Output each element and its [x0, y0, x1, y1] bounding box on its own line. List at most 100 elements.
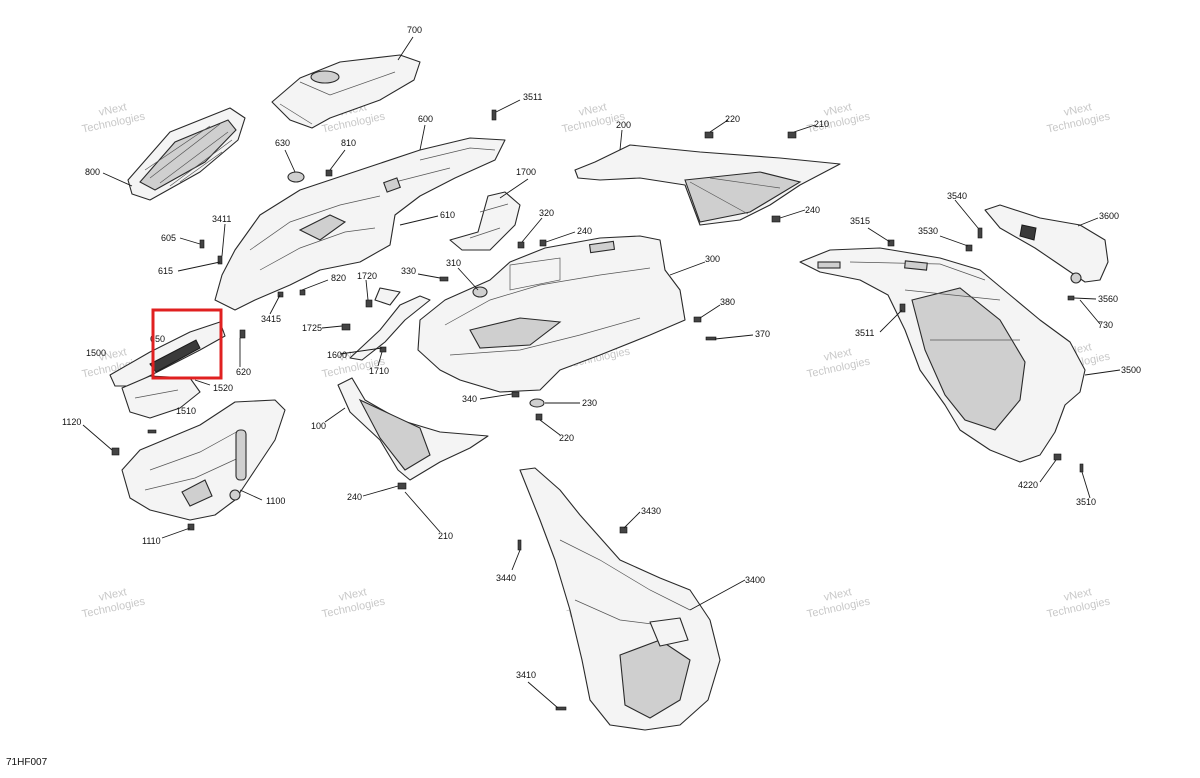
callout-200[interactable]: 200 — [616, 120, 631, 130]
part-200-hood-panel[interactable] — [574, 144, 841, 226]
part-1500-lower-bracket[interactable] — [109, 321, 226, 419]
part-1720-bracket[interactable] — [349, 287, 431, 361]
clip-icon — [771, 215, 781, 223]
clip-icon — [379, 346, 387, 353]
callout-800[interactable]: 800 — [85, 167, 100, 177]
part-600-dashboard[interactable] — [214, 137, 506, 311]
leader-lines — [82, 36, 1121, 709]
part-100-lower-panel[interactable] — [337, 377, 489, 481]
callout-3415[interactable]: 3415 — [261, 314, 281, 324]
callout-3410[interactable]: 3410 — [516, 670, 536, 680]
callout-3400[interactable]: 3400 — [745, 575, 765, 585]
screw-icon — [439, 276, 449, 282]
watermark-text: vNext — [1063, 101, 1093, 119]
watermark-text: vNext — [823, 346, 853, 364]
callout-370[interactable]: 370 — [755, 329, 770, 339]
watermark-text: vNext — [1063, 586, 1093, 604]
callout-300[interactable]: 300 — [705, 254, 720, 264]
callout-100[interactable]: 100 — [311, 421, 326, 431]
part-300-center-console[interactable] — [417, 235, 686, 393]
callout-220[interactable]: 220 — [725, 114, 740, 124]
callout-3440[interactable]: 3440 — [496, 573, 516, 583]
callout-3510[interactable]: 3510 — [1076, 497, 1096, 507]
callout-730[interactable]: 730 — [1098, 320, 1113, 330]
callout-3411[interactable]: 3411 — [212, 214, 231, 224]
watermark-text: vNext — [98, 346, 128, 364]
callout-380[interactable]: 380 — [720, 297, 735, 307]
callout-3540[interactable]: 3540 — [947, 191, 967, 201]
screw-icon — [147, 429, 157, 434]
callout-630[interactable]: 630 — [275, 138, 290, 148]
grommet-icon — [1070, 272, 1082, 284]
part-1100-lower-fairing[interactable] — [121, 399, 286, 521]
callout-600[interactable]: 600 — [418, 114, 433, 124]
callout-650[interactable]: 650 — [150, 334, 165, 344]
callout-1100[interactable]: 1100 — [266, 496, 285, 506]
callout-820[interactable]: 820 — [331, 273, 346, 283]
callout-240[interactable]: 240 — [347, 492, 362, 502]
highlight-box — [151, 308, 223, 380]
clip-icon — [787, 131, 797, 139]
callout-3515[interactable]: 3515 — [850, 216, 870, 226]
callout-210[interactable]: 210 — [438, 531, 453, 541]
callout-620[interactable]: 620 — [236, 367, 251, 377]
screw-icon — [199, 239, 205, 249]
callout-3530[interactable]: 3530 — [918, 226, 938, 236]
watermark-text: vNext — [823, 586, 853, 604]
callout-700[interactable]: 700 — [407, 25, 422, 35]
callout-1725[interactable]: 1725 — [302, 323, 322, 333]
callout-3500[interactable]: 3500 — [1121, 365, 1141, 375]
callout-615[interactable]: 615 — [158, 266, 173, 276]
callout-310[interactable]: 310 — [446, 258, 461, 268]
callout-810[interactable]: 810 — [341, 138, 356, 148]
clip-icon — [365, 299, 373, 308]
clip-icon — [111, 447, 120, 456]
clip-icon — [1053, 453, 1062, 461]
clip-icon — [341, 323, 351, 331]
part-3600-side-wing[interactable] — [984, 204, 1109, 283]
diagram-reference-code: 71HF007 — [6, 757, 48, 768]
callout-4220[interactable]: 4220 — [1018, 480, 1038, 490]
callout-1120[interactable]: 1120 — [62, 417, 81, 427]
watermark-text: vNext — [338, 586, 368, 604]
watermark-text: vNext — [823, 101, 853, 119]
callout-240[interactable]: 240 — [577, 226, 592, 236]
callout-610[interactable]: 610 — [440, 210, 455, 220]
callout-1510[interactable]: 1510 — [176, 406, 196, 416]
callout-605[interactable]: 605 — [161, 233, 176, 243]
part-3400-front-fender[interactable] — [519, 467, 721, 731]
callout-340[interactable]: 340 — [462, 394, 477, 404]
callout-3600[interactable]: 3600 — [1099, 211, 1119, 221]
callout-labels: 700 3511 600 630 810 800 200 220 210 170… — [62, 25, 1141, 680]
part-3500-right-side-panel[interactable] — [799, 247, 1086, 463]
callout-230[interactable]: 230 — [582, 398, 597, 408]
screw-icon — [977, 227, 983, 239]
callout-1710[interactable]: 1710 — [369, 366, 389, 376]
clip-icon — [239, 329, 246, 339]
clip-icon — [187, 523, 195, 531]
part-700-top-cover[interactable] — [271, 54, 421, 129]
callout-3560[interactable]: 3560 — [1098, 294, 1118, 304]
screw-icon — [1067, 295, 1075, 301]
callout-1700[interactable]: 1700 — [516, 167, 536, 177]
part-1700-bracket[interactable] — [449, 191, 521, 251]
callout-3511[interactable]: 3511 — [523, 92, 542, 102]
callout-220[interactable]: 220 — [559, 433, 574, 443]
callout-330[interactable]: 330 — [401, 266, 416, 276]
washer-icon — [529, 398, 545, 408]
callout-1520[interactable]: 1520 — [213, 383, 233, 393]
clip-icon — [887, 239, 895, 247]
callout-1720[interactable]: 1720 — [357, 271, 377, 281]
callout-1110[interactable]: 1110 — [142, 536, 161, 546]
callout-320[interactable]: 320 — [539, 208, 554, 218]
callout-240[interactable]: 240 — [805, 205, 820, 215]
callout-3511[interactable]: 3511 — [855, 328, 874, 338]
part-800-grille[interactable] — [127, 107, 246, 201]
callout-210[interactable]: 210 — [814, 119, 829, 129]
callout-1500[interactable]: 1500 — [86, 348, 106, 358]
screw-icon — [277, 291, 284, 298]
callout-1600[interactable]: 1600 — [327, 350, 347, 360]
callout-3430[interactable]: 3430 — [641, 506, 661, 516]
watermark-text: vNext — [98, 101, 128, 119]
